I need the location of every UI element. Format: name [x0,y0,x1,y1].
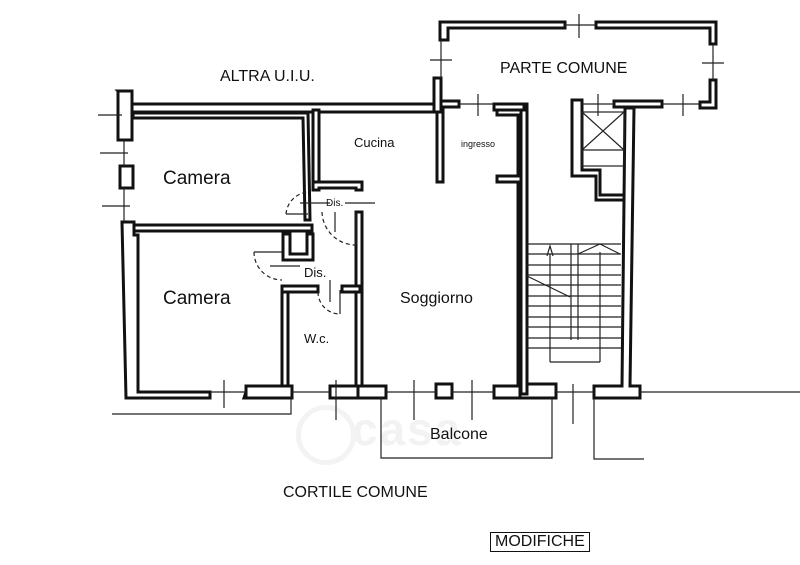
door-dis-top-swing [321,211,357,246]
plan-stroke [577,243,621,255]
wall-common-top-left [438,20,567,42]
window-markers [98,14,800,424]
lift-shaft [581,111,625,167]
label-ingresso: ingresso [461,139,496,149]
wall-wc-left [280,284,290,388]
wall-common-right [698,78,718,110]
watermark-logo-icon [296,405,356,465]
wall-left-pier [118,164,135,190]
label-dis-bottom: Dis. [304,265,327,280]
label-soggiorno: Soggiorno [400,290,473,307]
wall-left-lower [120,220,212,400]
plan-stroke [581,111,625,167]
stairs [526,243,621,363]
wall-bottom-pier [434,382,454,400]
wall-bottom-2 [244,384,294,400]
wall-bedrooms [132,223,314,233]
wall-kitchen-left [311,108,321,190]
wall-bottom-3 [328,384,360,400]
wall-common-left [432,76,443,114]
label-altra-uiu: ALTRA U.I.U. [220,68,315,85]
wall-common-bottom-mid [612,99,664,109]
plan-stroke [526,275,571,298]
label-cucina: Cucina [354,135,395,150]
door-bedroom-bottom-swing [253,251,283,281]
stamp-modifiche: MODIFICHE [490,532,590,552]
wall-left-upper [116,89,134,142]
wall-common-inner [492,102,526,112]
watermark: casa [352,403,463,455]
wall-wc-top-left [280,284,320,294]
wall-dis-lower [281,232,315,262]
balcony-outline [112,398,644,460]
wall-kitchen-ingresso [435,108,445,184]
label-wc: W.c. [304,331,330,346]
label-balcone: Balcone [430,426,488,443]
wall-common-left-stub [439,99,461,109]
wall-common-top-right [594,20,718,46]
door-bedroom-top-swing [285,191,309,215]
stair-arrow-icon [546,243,554,257]
wall-bedroom-top-inner [131,111,312,222]
wall-top-main [128,102,442,114]
wall-dis-top [311,180,364,192]
wall-bottom-4 [356,384,388,400]
plan-stroke [593,398,644,460]
wall-wc-top-right [340,284,362,294]
label-camera-top: Camera [163,168,231,189]
plan-stroke [581,111,625,151]
plan-stroke [380,398,553,459]
label-dis-top: Dis. [326,198,344,209]
door-wc-swing [317,291,341,315]
wall-dis-right [354,210,364,390]
wall-stair-right [592,106,642,400]
plan-stroke [112,398,292,415]
label-camera-bottom: Camera [163,288,231,309]
walls [114,20,718,400]
wall-stair-left [519,102,529,396]
label-parte-comune: PARTE COMUNE [500,60,628,77]
doors [253,191,375,315]
label-cortile-comune: CORTILE COMUNE [283,484,428,501]
